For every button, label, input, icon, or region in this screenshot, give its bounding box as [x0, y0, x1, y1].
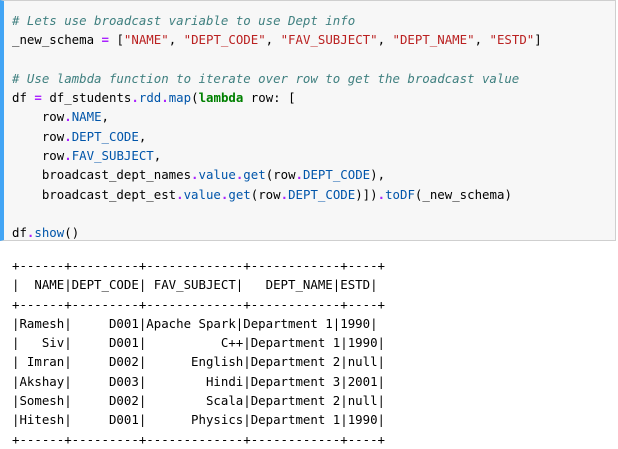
table-border-row: +------+---------+-------------+--------… [12, 431, 385, 447]
code-token: = [34, 90, 42, 106]
code-line: df = df_students.rdd.map(lambda row: [ [12, 88, 542, 107]
code-token: broadcast_dept_names [12, 167, 192, 183]
code-blank-line [12, 204, 542, 223]
table-row: |Somesh| D002| Scala|Department 2|null| [12, 393, 385, 409]
code-line: broadcast_dept_names.value.get(row.DEPT_… [12, 165, 542, 184]
code-token: "DEPT_CODE" [183, 32, 266, 48]
code-token: show [34, 225, 65, 241]
code-token: . [280, 186, 289, 202]
code-token: row [12, 109, 65, 125]
code-token: . [26, 225, 35, 241]
code-line: row.NAME, [12, 107, 542, 126]
code-token: df [12, 225, 27, 241]
code-token: . [131, 90, 139, 106]
code-token: NAME [71, 109, 102, 125]
table-row: | Imran| D002| English|Department 2|null… [12, 354, 385, 370]
code-token: , [377, 32, 393, 48]
code-token: = [101, 32, 109, 48]
code-token: map [168, 90, 192, 106]
code-token: , [168, 32, 184, 48]
code-token: (row [265, 167, 296, 183]
code-token: lambda [198, 90, 244, 106]
code-cell[interactable]: # Lets use broadcast variable to use Dep… [0, 0, 616, 241]
code-token: )]) [355, 186, 378, 202]
code-token: . [161, 90, 169, 106]
code-token: DEPT_CODE [288, 186, 356, 202]
code-token: value [183, 186, 221, 202]
code-token: ( [191, 90, 199, 106]
code-token: , [101, 109, 109, 125]
code-token: [ [109, 32, 124, 48]
code-token: . [295, 167, 303, 183]
code-token: row [12, 128, 65, 144]
code-token: (_new_schema) [414, 186, 512, 202]
code-token: (row [250, 186, 281, 202]
code-token: row: [ [243, 90, 296, 106]
code-line: df.show() [12, 223, 542, 242]
code-blank-line [12, 50, 542, 69]
code-token: "NAME" [123, 32, 169, 48]
code-token: "ESTD" [489, 32, 535, 48]
code-token: . [176, 186, 184, 202]
cell-output-table: +------+---------+-------------+--------… [12, 256, 385, 449]
code-token: . [220, 186, 229, 202]
code-token: DEPT_CODE [71, 128, 139, 144]
code-token: get [228, 186, 251, 202]
table-row: | Siv| D001| C++|Department 1|1990| [12, 335, 385, 351]
code-token: , [265, 32, 281, 48]
code-line: row.FAV_SUBJECT, [12, 146, 542, 165]
table-row: |Akshay| D003| Hindi|Department 3|2001| [12, 373, 385, 389]
code-comment-line: # Lets use broadcast variable to use Dep… [12, 11, 542, 30]
table-row: |Hitesh| D001| Physics|Department 1|1990… [12, 412, 385, 428]
code-editor[interactable]: # Lets use broadcast variable to use Dep… [12, 11, 542, 243]
code-token: get [243, 167, 266, 183]
code-token: . [64, 128, 72, 144]
code-token: row [12, 148, 65, 164]
code-line: _new_schema = ["NAME", "DEPT_CODE", "FAV… [12, 30, 542, 49]
code-token: broadcast_dept_est [12, 186, 177, 202]
code-token: toDF [385, 186, 415, 202]
code-comment-line: # Use lambda function to iterate over ro… [12, 69, 542, 88]
code-token: FAV_SUBJECT [71, 148, 154, 164]
code-token: # Lets use broadcast variable to use Dep… [12, 13, 356, 28]
table-row: |Ramesh| D001|Apache Spark|Department 1|… [12, 315, 378, 331]
code-token: , [138, 128, 147, 144]
code-token: "FAV_SUBJECT" [280, 32, 378, 48]
table-row: | NAME|DEPT_CODE| FAV_SUBJECT| DEPT_NAME… [12, 277, 378, 293]
code-token: df [12, 90, 35, 106]
code-line: broadcast_dept_est.value.get(row.DEPT_CO… [12, 185, 542, 204]
code-token: . [64, 148, 72, 164]
code-line: row.DEPT_CODE, [12, 127, 542, 146]
table-border-row: +------+---------+-------------+--------… [12, 296, 385, 312]
code-token: , [474, 32, 490, 48]
code-token: ] [534, 32, 542, 48]
code-token: DEPT_CODE [303, 167, 371, 183]
code-token: "DEPT_NAME" [392, 32, 475, 48]
code-token: . [191, 167, 199, 183]
code-token: rdd [138, 90, 162, 106]
code-token: . [377, 186, 386, 202]
code-token: _new_schema [12, 32, 102, 48]
code-token: # Use lambda function to iterate over ro… [12, 70, 520, 86]
code-token: . [235, 167, 244, 183]
code-token: ), [370, 167, 386, 183]
code-token: df_students [41, 90, 132, 106]
table-border-row: +------+---------+-------------+--------… [12, 258, 385, 273]
code-token: value [198, 167, 236, 183]
code-token: () [64, 225, 80, 241]
code-token: , [153, 148, 162, 164]
code-token: . [64, 109, 72, 125]
